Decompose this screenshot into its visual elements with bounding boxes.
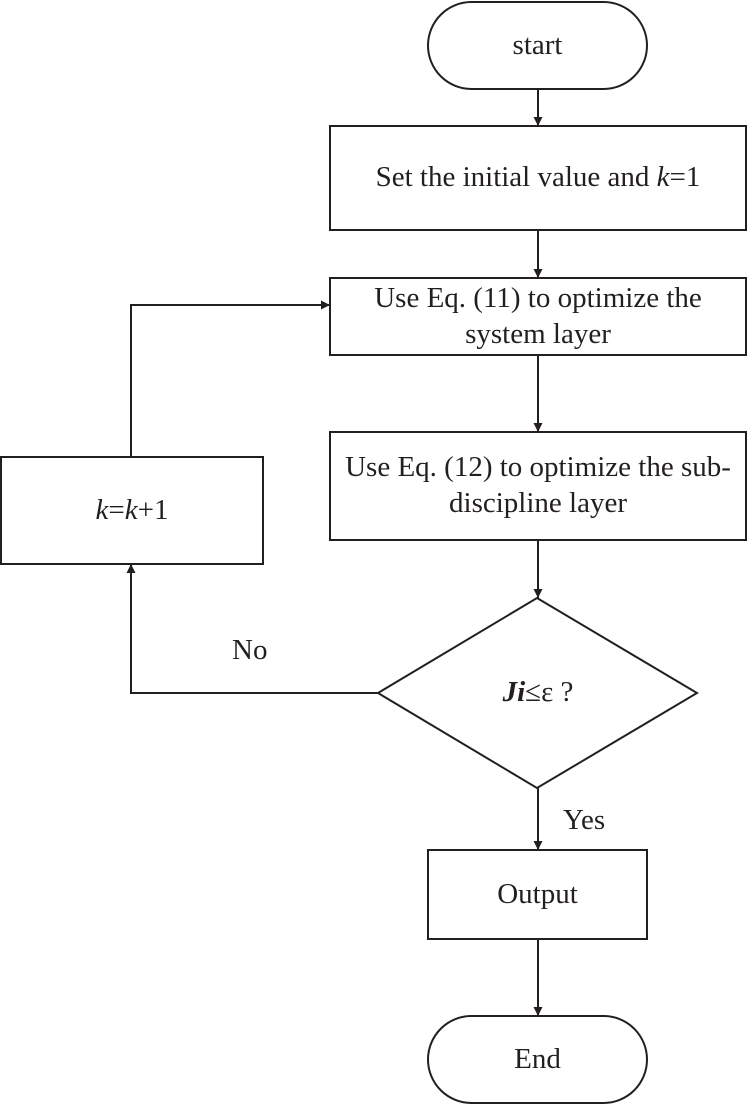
end-terminal-label: End bbox=[514, 1042, 561, 1075]
init-step-text: Set the initial value and bbox=[375, 161, 657, 194]
increment-variable-rhs: k bbox=[124, 493, 138, 526]
output-step-label: Output bbox=[497, 877, 578, 910]
init-step-suffix: =1 bbox=[669, 161, 701, 194]
subdiscipline-step-label: Use Eq. (12) to optimize the sub-discipl… bbox=[345, 451, 731, 519]
init-step-variable: k bbox=[656, 161, 670, 194]
increment-step-label: k=k+1 bbox=[1, 457, 263, 564]
increment-equals: = bbox=[108, 493, 125, 526]
increment-suffix: +1 bbox=[137, 493, 169, 526]
no-branch-label: No bbox=[232, 634, 268, 666]
arrow-increment-to-system bbox=[130, 300, 330, 457]
arrow-decision-no-to-increment bbox=[126, 564, 378, 694]
decision-variable: Ji bbox=[502, 676, 526, 709]
yes-branch-label: Yes bbox=[563, 804, 606, 836]
decision-label: Ji≤ε ? bbox=[418, 660, 658, 726]
subdiscipline-box-shape bbox=[329, 431, 747, 541]
init-step-label: Set the initial value and k=1 bbox=[330, 126, 746, 230]
start-terminal-label: start bbox=[512, 28, 563, 61]
decision-condition: ≤ε ? bbox=[525, 676, 574, 709]
system-step-label: Use Eq. (11) to optimize the system laye… bbox=[374, 281, 702, 350]
increment-variable: k bbox=[95, 493, 109, 526]
init-box-shape bbox=[329, 125, 747, 231]
